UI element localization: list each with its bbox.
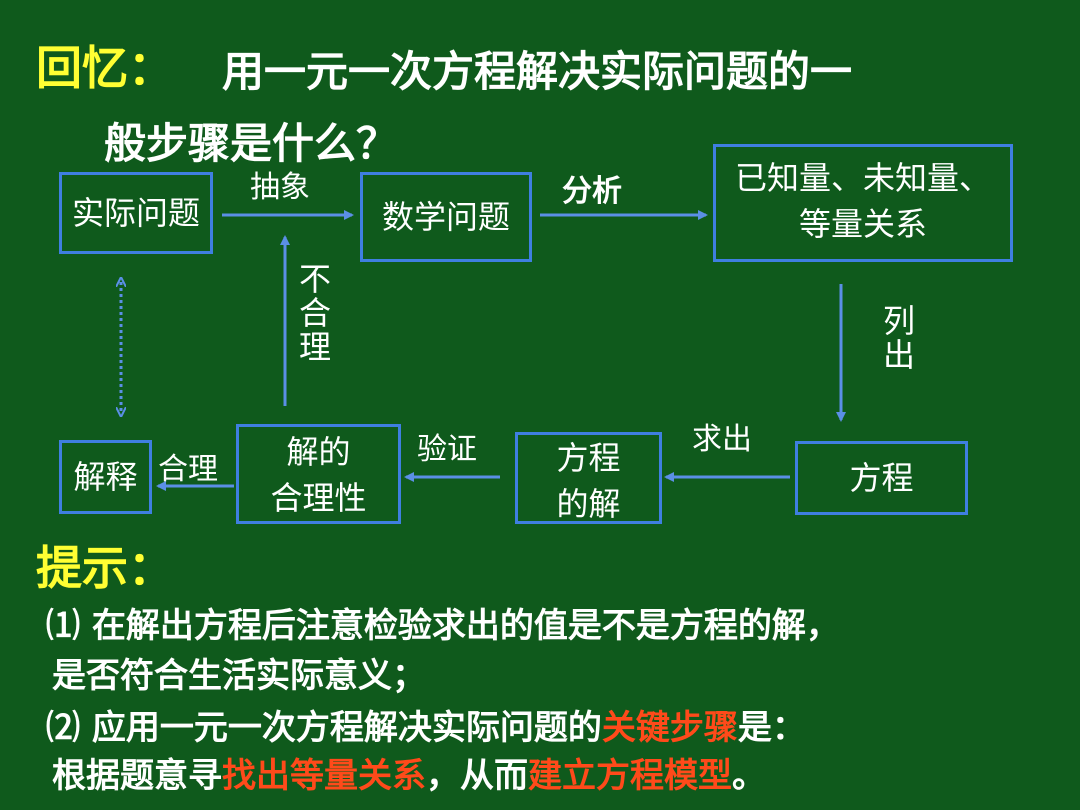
box-known-unknown-line1: 已知量、未知量、 bbox=[734, 159, 991, 197]
hint-item1-text: 在解出方程后注意检验求出的值是不是方程的解， bbox=[91, 606, 840, 646]
box-reasonableness-line1: 解的 bbox=[286, 433, 351, 471]
box-solution: 方程 的解 bbox=[515, 432, 662, 524]
box-equation: 方程 bbox=[795, 441, 968, 515]
box-known-unknown-line2: 等量关系 bbox=[798, 205, 927, 243]
label-verify: 验证 bbox=[417, 432, 477, 467]
hint-item2-line2-end: 。 bbox=[732, 756, 766, 796]
hint-label: 提示： bbox=[36, 541, 174, 595]
box-explain: 解释 bbox=[59, 440, 152, 514]
label-abstract: 抽象 bbox=[250, 170, 310, 205]
hint-item1-number: ⑴ bbox=[46, 606, 80, 646]
title-question-line2: 般步骤是什么？ bbox=[104, 119, 399, 168]
title-label: 回忆： bbox=[36, 41, 174, 95]
title-question-line1: 用一元一次方程解决实际问题的一 bbox=[222, 47, 853, 96]
box-equation-text: 方程 bbox=[849, 459, 914, 497]
box-practical-problem-text: 实际问题 bbox=[71, 194, 200, 232]
label-analyze: 分析 bbox=[562, 174, 622, 209]
label-solve: 求出 bbox=[692, 422, 752, 457]
hint-item1-line2: 是否符合生活实际意义； bbox=[52, 656, 426, 696]
hint-item2-number: ⑵ bbox=[46, 708, 80, 748]
hint-item2-line2: 根据题意寻找出等量关系，从而建立方程模型。 bbox=[52, 748, 766, 797]
box-explain-text: 解释 bbox=[73, 458, 138, 496]
hint-item2-line2-middle: ，从而 bbox=[426, 756, 528, 796]
hint-item2-text: 应用一元一次方程解决实际问题的 bbox=[91, 708, 602, 748]
label-list-out: 列出 bbox=[882, 302, 915, 374]
hint-item2-find-relation: 找出等量关系 bbox=[222, 756, 426, 796]
box-reasonableness-line2: 合理性 bbox=[270, 479, 367, 517]
box-known-unknown: 已知量、未知量、 等量关系 bbox=[713, 144, 1013, 262]
box-math-problem: 数学问题 bbox=[360, 172, 532, 262]
box-solution-line2: 的解 bbox=[556, 485, 621, 523]
hint-item2-text-end: 是： bbox=[737, 708, 806, 748]
box-math-problem-text: 数学问题 bbox=[381, 198, 510, 236]
hint-item2-build-model: 建立方程模型 bbox=[528, 756, 732, 796]
label-reasonable: 合理 bbox=[158, 452, 218, 487]
label-unreasonable: 不合理 bbox=[298, 260, 331, 366]
hint-item2-key-steps: 关键步骤 bbox=[601, 708, 738, 748]
box-solution-line1: 方程 bbox=[556, 439, 621, 477]
hint-item1-line1: ⑴ 在解出方程后注意检验求出的值是不是方程的解， bbox=[46, 598, 840, 647]
hint-item2-line2-start: 根据题意寻 bbox=[52, 756, 222, 796]
box-reasonableness: 解的 合理性 bbox=[236, 424, 401, 524]
hint-item2-line1: ⑵ 应用一元一次方程解决实际问题的关键步骤是： bbox=[46, 700, 806, 749]
box-practical-problem: 实际问题 bbox=[59, 172, 213, 254]
